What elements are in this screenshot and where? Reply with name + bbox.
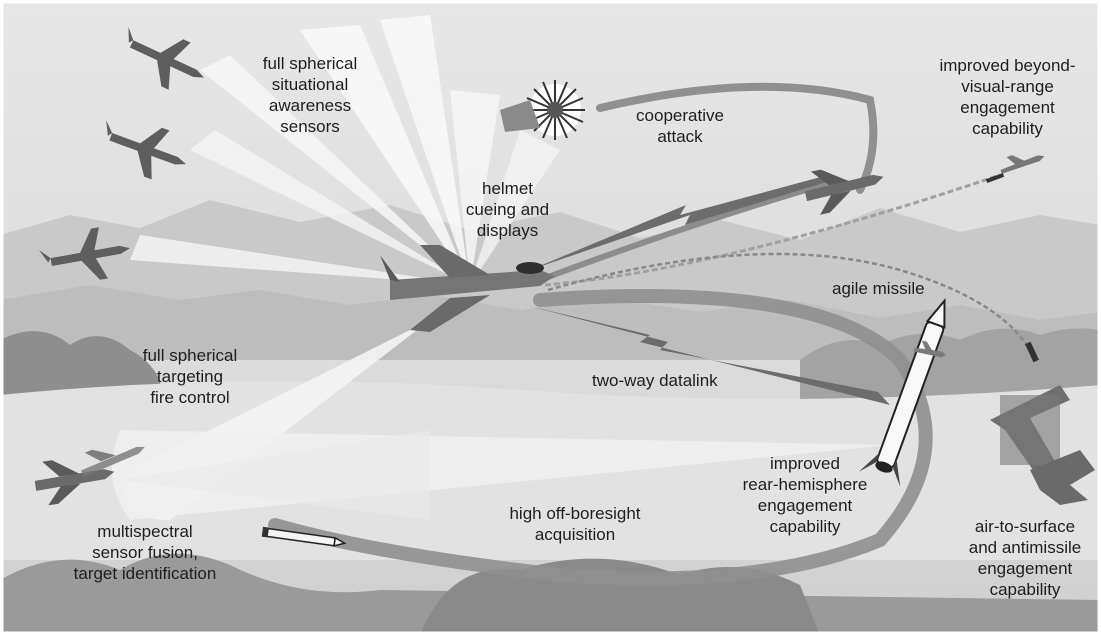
spherical-targeting-label: full spherical targeting fire control xyxy=(115,345,265,408)
situational-awareness-label: full spherical situational awareness sen… xyxy=(230,53,390,137)
bvr-engagement-label: improved beyond- visual-range engagement… xyxy=(920,55,1095,139)
helmet-cueing-label: helmet cueing and displays xyxy=(450,178,565,241)
air-to-surface-label: air-to-surface and antimissile engagemen… xyxy=(955,516,1095,600)
explosion-icon xyxy=(525,80,585,140)
sensor-fusion-label: multispectral sensor fusion, target iden… xyxy=(55,521,235,584)
two-way-datalink-label: two-way datalink xyxy=(592,370,718,391)
agile-missile-label: agile missile xyxy=(832,278,925,299)
rear-hemisphere-label: improved rear-hemisphere engagement capa… xyxy=(725,453,885,537)
cooperative-attack-label: cooperative attack xyxy=(620,105,740,147)
high-off-boresight-label: high off-boresight acquisition xyxy=(490,503,660,545)
